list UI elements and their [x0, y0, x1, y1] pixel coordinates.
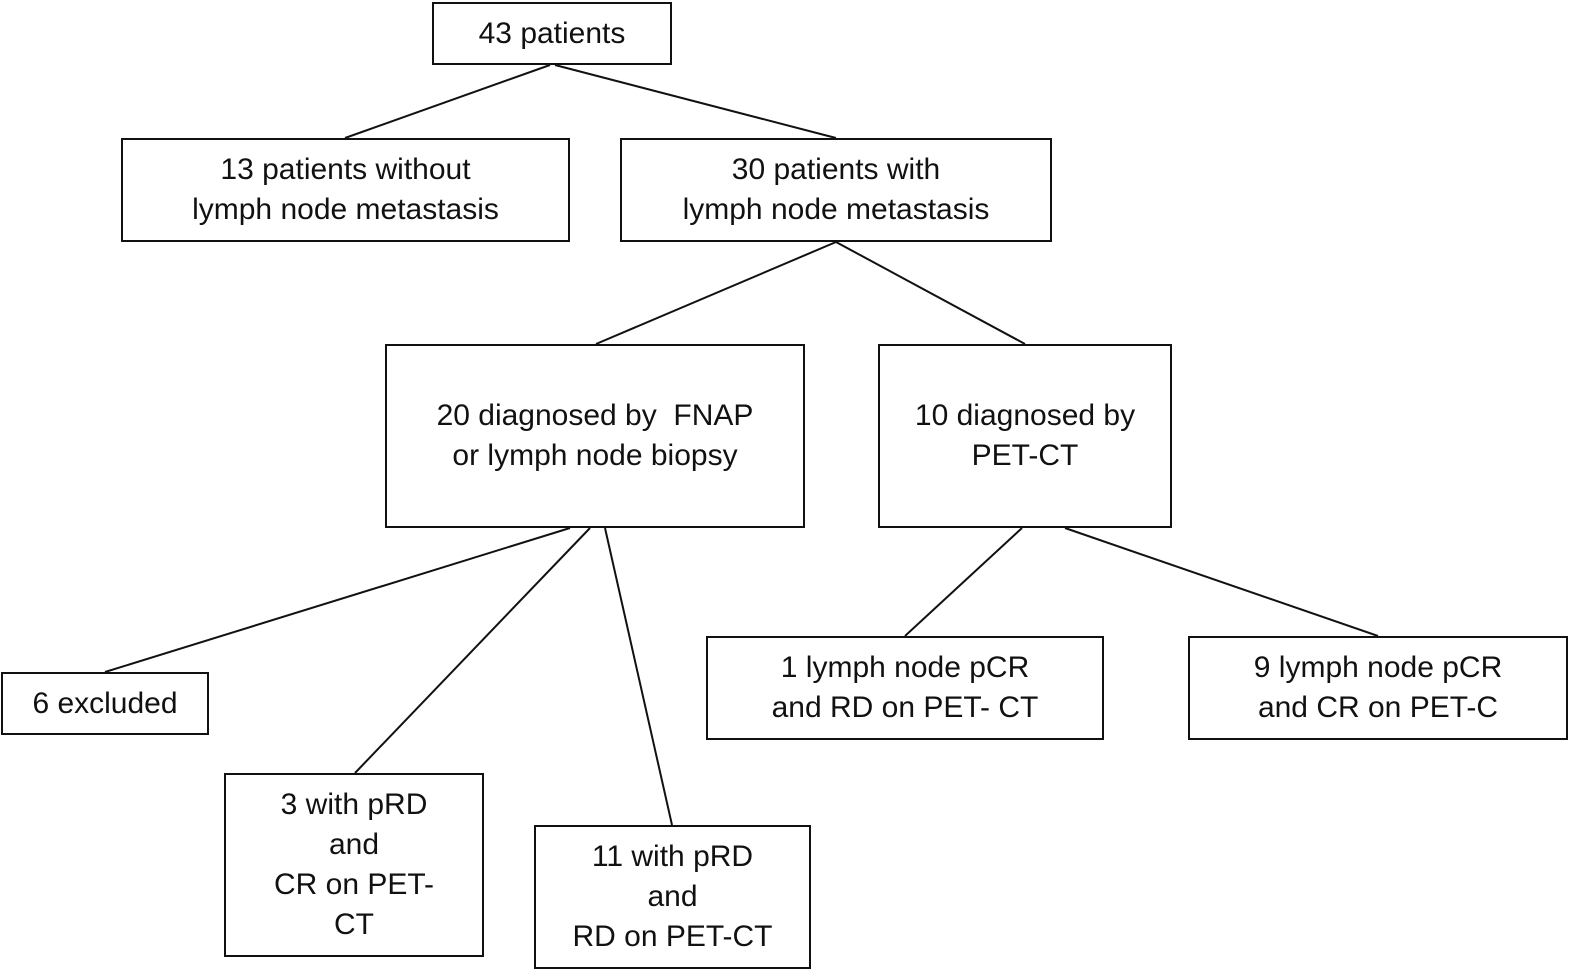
node-pet-ct-diagnosed-line-2: PET-CT: [971, 439, 1079, 472]
node-pcr-rd-line-2: and RD on PET- CT: [771, 691, 1039, 724]
node-prd-rd-line-1: 11 with pRD: [591, 840, 754, 873]
node-fnap-biopsy-line-2: or lymph node biopsy: [452, 439, 738, 472]
node-prd-rd: 11 with pRD and RD on PET-CT: [534, 825, 811, 969]
node-fnap-biopsy-line-1: 20 diagnosed by FNAP: [436, 399, 754, 432]
node-pcr-cr-line-2: and CR on PET-C: [1257, 691, 1499, 724]
node-with-metastasis-line-1: 30 patients with: [731, 153, 941, 186]
edge-root-to-no-metastasis: [344, 64, 551, 139]
edge-fnap-to-excluded: [104, 527, 571, 673]
node-all-patients: 43 patients: [432, 2, 672, 65]
node-with-metastasis-line-2: lymph node metastasis: [682, 193, 990, 226]
edge-petct-to-pcr-cr: [1064, 527, 1379, 637]
node-pcr-rd-line-1: 1 lymph node pCR: [780, 651, 1030, 684]
edge-metastasis-to-fnap: [595, 241, 837, 345]
node-without-metastasis-line-1: 13 patients without: [220, 153, 471, 186]
node-prd-rd-line-3: RD on PET-CT: [572, 920, 773, 953]
edge-fnap-to-prd-cr: [354, 527, 591, 774]
edge-root-to-metastasis: [554, 64, 837, 139]
node-pcr-cr-line-1: 9 lymph node pCR: [1253, 651, 1503, 684]
edge-petct-to-pcr-rd: [904, 527, 1023, 637]
node-prd-cr: 3 with pRD and CR on PET- CT: [224, 773, 484, 957]
node-prd-cr-line-3: CR on PET-: [273, 868, 435, 901]
node-excluded: 6 excluded: [1, 672, 209, 735]
node-without-metastasis-line-2: lymph node metastasis: [192, 193, 499, 226]
edge-fnap-to-prd-rd: [604, 527, 673, 826]
node-with-metastasis: 30 patients with lymph node metastasis: [620, 138, 1052, 242]
node-prd-cr-line-4: CT: [334, 908, 374, 941]
node-prd-cr-line-1: 3 with pRD: [280, 788, 428, 821]
node-pcr-rd: 1 lymph node pCR and RD on PET- CT: [706, 636, 1104, 740]
edge-metastasis-to-petct: [835, 241, 1026, 345]
node-fnap-biopsy: 20 diagnosed by FNAP or lymph node biops…: [385, 344, 805, 528]
node-all-patients-line-1: 43 patients: [478, 16, 626, 50]
node-without-metastasis: 13 patients without lymph node metastasi…: [121, 138, 570, 242]
node-prd-rd-line-2: and: [647, 880, 698, 913]
node-pet-ct-diagnosed-line-1: 10 diagnosed by: [914, 399, 1136, 432]
node-pet-ct-diagnosed: 10 diagnosed by PET-CT: [878, 344, 1172, 528]
node-pcr-cr: 9 lymph node pCR and CR on PET-C: [1188, 636, 1568, 740]
node-prd-cr-line-2: and: [328, 828, 380, 861]
node-excluded-line-1: 6 excluded: [32, 686, 178, 720]
